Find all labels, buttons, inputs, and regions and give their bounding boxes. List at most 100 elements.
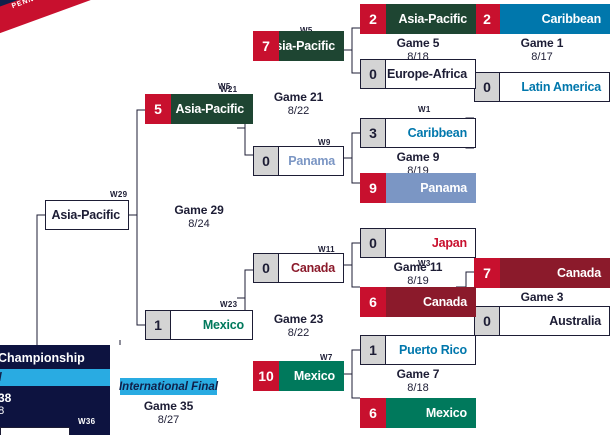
championship-title: Championship (0, 351, 85, 365)
match-slot-g3-top[interactable]: 7 Canada (474, 258, 610, 288)
team-g7-top: Puerto Rico (386, 335, 476, 365)
team-g29-top: Asia-Pacific (171, 94, 253, 124)
score-g11-bot: 6 (360, 287, 386, 317)
match-slot-g9-bot[interactable]: 9 Panama (360, 173, 476, 203)
game-date-g7: 8/18 (407, 382, 429, 394)
score-g23-bot: 10 (253, 361, 279, 391)
game-name-g11: Game 11 (393, 260, 443, 274)
game-name-g3: Game 3 (520, 290, 564, 304)
score-g1-bot: 0 (474, 72, 500, 102)
feed-label-w21-src: W5 (218, 82, 231, 91)
team-g3-top: Canada (500, 258, 610, 288)
team-g11-bot: Canada (386, 287, 476, 317)
match-slot-g21-top[interactable]: 7 Asia-Pacific (253, 31, 344, 61)
championship-panel: Championship S Final e 38 28 W36 (0, 345, 110, 435)
feed-label-w23: W23 (220, 300, 238, 309)
team-g23-top: Canada (279, 253, 344, 283)
game-name-g9: Game 9 (396, 150, 440, 164)
feed-label-w21: W21 (220, 85, 238, 94)
feed-label-w5: W5 (300, 26, 313, 35)
game-caption-g35: Game 35 8/27 (120, 399, 217, 426)
team-g35-advancing: Asia-Pacific (45, 200, 129, 230)
match-slot-g5-top[interactable]: 2 Asia-Pacific (360, 4, 476, 34)
game-name-g21: Game 21 (273, 90, 324, 104)
game-date-g1: 8/17 (531, 51, 553, 63)
score-g9-bot: 9 (360, 173, 386, 203)
match-slot-g29-bot[interactable]: 1 Mexico (145, 310, 253, 340)
game-caption-g21: Game 21 8/22 (253, 90, 344, 117)
score-g29-bot: 1 (145, 310, 171, 340)
game-caption-g7: Game 7 8/18 (360, 367, 476, 394)
feed-label-w9: W9 (318, 138, 331, 147)
us-final-banner: S Final (0, 369, 110, 386)
match-slot-g23-bot[interactable]: 10 Mexico (253, 361, 344, 391)
match-slot-g23-top[interactable]: 0 Canada (253, 253, 344, 283)
team-g21-bot: Panama (279, 146, 344, 176)
game-date-g35: 8/27 (157, 414, 180, 426)
championship-game-date: 28 (0, 405, 5, 417)
game-date-g11: 8/19 (407, 275, 429, 287)
feed-label-w1: W1 (418, 105, 431, 114)
game-name-g1: Game 1 (520, 36, 564, 50)
team-g9-bot: Panama (386, 173, 476, 203)
game-caption-g11: Game 11 8/19 (360, 260, 476, 287)
team-g9-top: Caribbean (386, 118, 476, 148)
team-g1-top: Caribbean (500, 4, 610, 34)
match-slot-g11-bot[interactable]: 6 Canada (360, 287, 476, 317)
team-g21-top: Asia-Pacific (279, 31, 344, 61)
team-g7-bot: Mexico (386, 398, 476, 428)
team-g5-top: Asia-Pacific (386, 4, 476, 34)
game-date-g21: 8/22 (287, 105, 310, 117)
feed-label-w36: W36 (78, 417, 96, 426)
team-g1-bot: Latin America (500, 72, 610, 102)
match-slot-g29-top[interactable]: 5 Asia-Pacific (145, 94, 253, 124)
feed-label-w11: W11 (318, 245, 335, 254)
score-g3-bot: 0 (474, 306, 500, 336)
game-caption-g29: Game 29 8/24 (145, 203, 253, 230)
match-slot-g9-top[interactable]: 3 Caribbean (360, 118, 476, 148)
match-slot-g1-bot[interactable]: 0 Latin America (474, 72, 610, 102)
game-caption-g1: Game 1 8/17 (474, 36, 610, 63)
feed-label-w7: W7 (320, 353, 333, 362)
team-g29-bot: Mexico (171, 310, 253, 340)
match-slot-g35-advancing[interactable]: Asia-Pacific (45, 200, 129, 230)
international-final-banner: International Final (119, 378, 218, 395)
game-name-g29: Game 29 (174, 203, 224, 217)
score-g7-bot: 6 (360, 398, 386, 428)
match-slot-g7-bot[interactable]: 6 Mexico (360, 398, 476, 428)
championship-game-name: e 38 (0, 391, 12, 405)
feed-label-w29: W29 (110, 190, 128, 199)
score-g23-top: 0 (253, 253, 279, 283)
score-g5-bot: 0 (360, 59, 386, 89)
match-slot-g11-top[interactable]: 0 Japan (360, 228, 476, 258)
team-g5-bot: Europe-Africa (386, 59, 476, 89)
team-g3-bot: Australia (500, 306, 610, 336)
game-name-g35: Game 35 (143, 399, 194, 413)
score-g21-top: 7 (253, 31, 279, 61)
ribbon-label: PENNS (10, 0, 41, 11)
tournament-logo-ribbon: PENNS (0, 0, 91, 38)
game-date-g23: 8/22 (287, 327, 310, 339)
game-name-g5: Game 5 (396, 36, 440, 50)
score-g7-top: 1 (360, 335, 386, 365)
score-g1-top: 2 (474, 4, 500, 34)
game-name-g7: Game 7 (396, 367, 440, 381)
score-g21-bot: 0 (253, 146, 279, 176)
score-g3-top: 7 (474, 258, 500, 288)
match-slot-g5-bot[interactable]: 0 Europe-Africa (360, 59, 476, 89)
score-g9-top: 3 (360, 118, 386, 148)
score-g11-top: 0 (360, 228, 386, 258)
match-slot-g7-top[interactable]: 1 Puerto Rico (360, 335, 476, 365)
feed-label-w3: W3 (418, 259, 431, 268)
championship-result-slot[interactable] (0, 427, 70, 435)
game-caption-g23: Game 23 8/22 (253, 312, 344, 339)
match-slot-g1-top[interactable]: 2 Caribbean (474, 4, 610, 34)
game-date-g29: 8/24 (188, 218, 210, 230)
match-slot-g3-bot[interactable]: 0 Australia (474, 306, 610, 336)
game-name-g23: Game 23 (273, 312, 324, 326)
score-g29-top: 5 (145, 94, 171, 124)
team-g23-bot: Mexico (279, 361, 344, 391)
match-slot-g21-bot[interactable]: 0 Panama (253, 146, 344, 176)
score-g5-top: 2 (360, 4, 386, 34)
